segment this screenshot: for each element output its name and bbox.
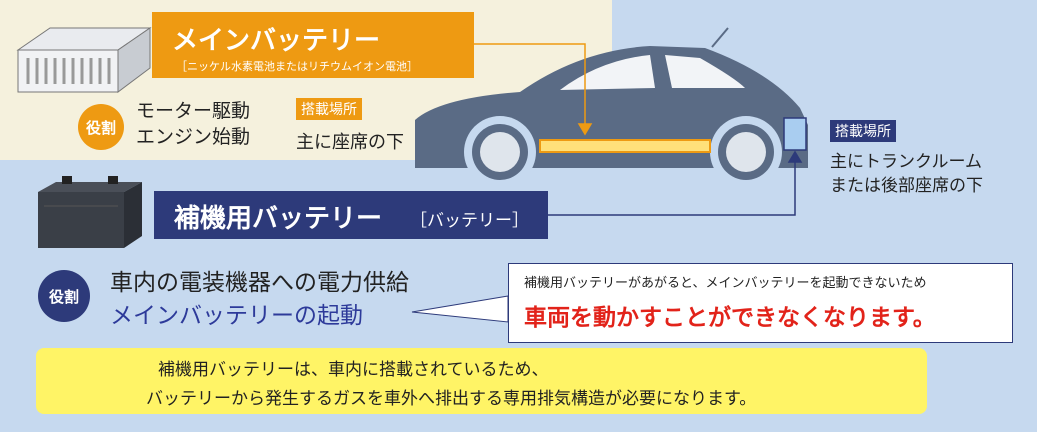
callout-box (508, 263, 1013, 343)
aux-battery-bracket: ［バッテリー］ (410, 211, 529, 231)
aux-battery-role-badge: 役割 (38, 270, 90, 322)
aux-battery-title-box (154, 191, 548, 239)
aux-battery-location-tag: 搭載場所 (830, 120, 896, 142)
aux-battery-arrow (548, 156, 796, 216)
main-battery-role-badge: 役割 (78, 104, 124, 150)
battery-cells-icon (16, 27, 152, 93)
aux-battery-location-1: 主にトランクルーム (830, 152, 982, 172)
aux-battery-title: 補機用バッテリー (174, 204, 383, 234)
main-battery-title-box (152, 12, 474, 78)
main-battery-location: 主に座席の下 (296, 132, 404, 153)
main-battery-arrow (474, 43, 586, 132)
main-battery-roles: モーター駆動 エンジン始動 (136, 98, 250, 150)
aux-battery-role-1: 車内の電装機器への電力供給 (110, 270, 409, 296)
warning-box (36, 348, 927, 414)
car-battery-icon (38, 176, 142, 248)
main-battery-subtitle: ［ニッケル水素電池またはリチウムイオン電池］ (176, 60, 418, 73)
main-battery-location-tag: 搭載場所 (296, 98, 362, 120)
aux-battery-location-marker (783, 117, 807, 151)
aux-battery-location: 主にトランクルーム または後部座席の下 (830, 150, 983, 198)
callout-text: 補機用バッテリーがあがると、メインバッテリーを起動できないため (524, 276, 927, 291)
main-battery-role-2: エンジン始動 (136, 126, 251, 148)
main-battery-role-1: モーター駆動 (136, 100, 251, 122)
callout-emphasis: 車両を動かすことができなくなります。 (524, 305, 936, 331)
main-battery-title: メインバッテリー (172, 26, 381, 56)
callout-pointer (411, 295, 509, 323)
aux-battery-location-2: または後部座席の下 (830, 176, 983, 196)
car-icon (415, 27, 808, 188)
warning-text-2: バッテリーから発生するガスを車外へ排出する専用排気構造が必要になります。 (146, 389, 757, 409)
main-battery-location-marker (539, 139, 711, 153)
aux-battery-role-2: メインバッテリーの起動 (110, 303, 363, 329)
warning-text-1: 補機用バッテリーは、車内に搭載されているため、 (158, 360, 549, 380)
